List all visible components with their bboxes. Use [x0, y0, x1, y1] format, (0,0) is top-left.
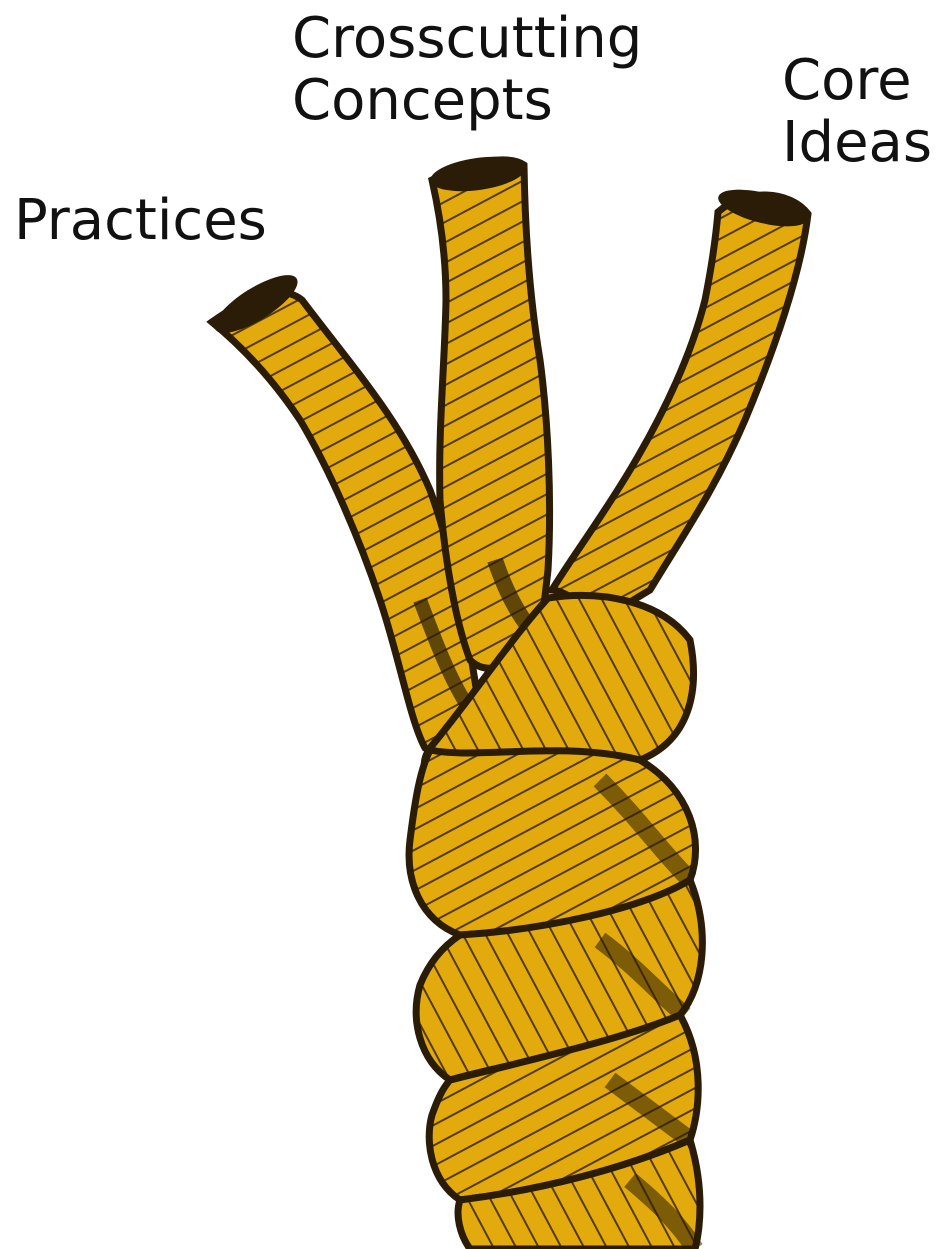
label-practices: Practices [14, 190, 267, 252]
label-core-line1: Core [782, 50, 932, 112]
label-crosscutting-line2: Concepts [292, 70, 642, 132]
label-crosscutting-line1: Crosscutting [292, 8, 642, 70]
label-practices-text: Practices [14, 190, 267, 252]
label-core-line2: Ideas [782, 112, 932, 174]
label-crosscutting-concepts: Crosscutting Concepts [292, 8, 642, 132]
label-core-ideas: Core Ideas [782, 50, 932, 174]
strand-core-ideas [552, 182, 811, 620]
